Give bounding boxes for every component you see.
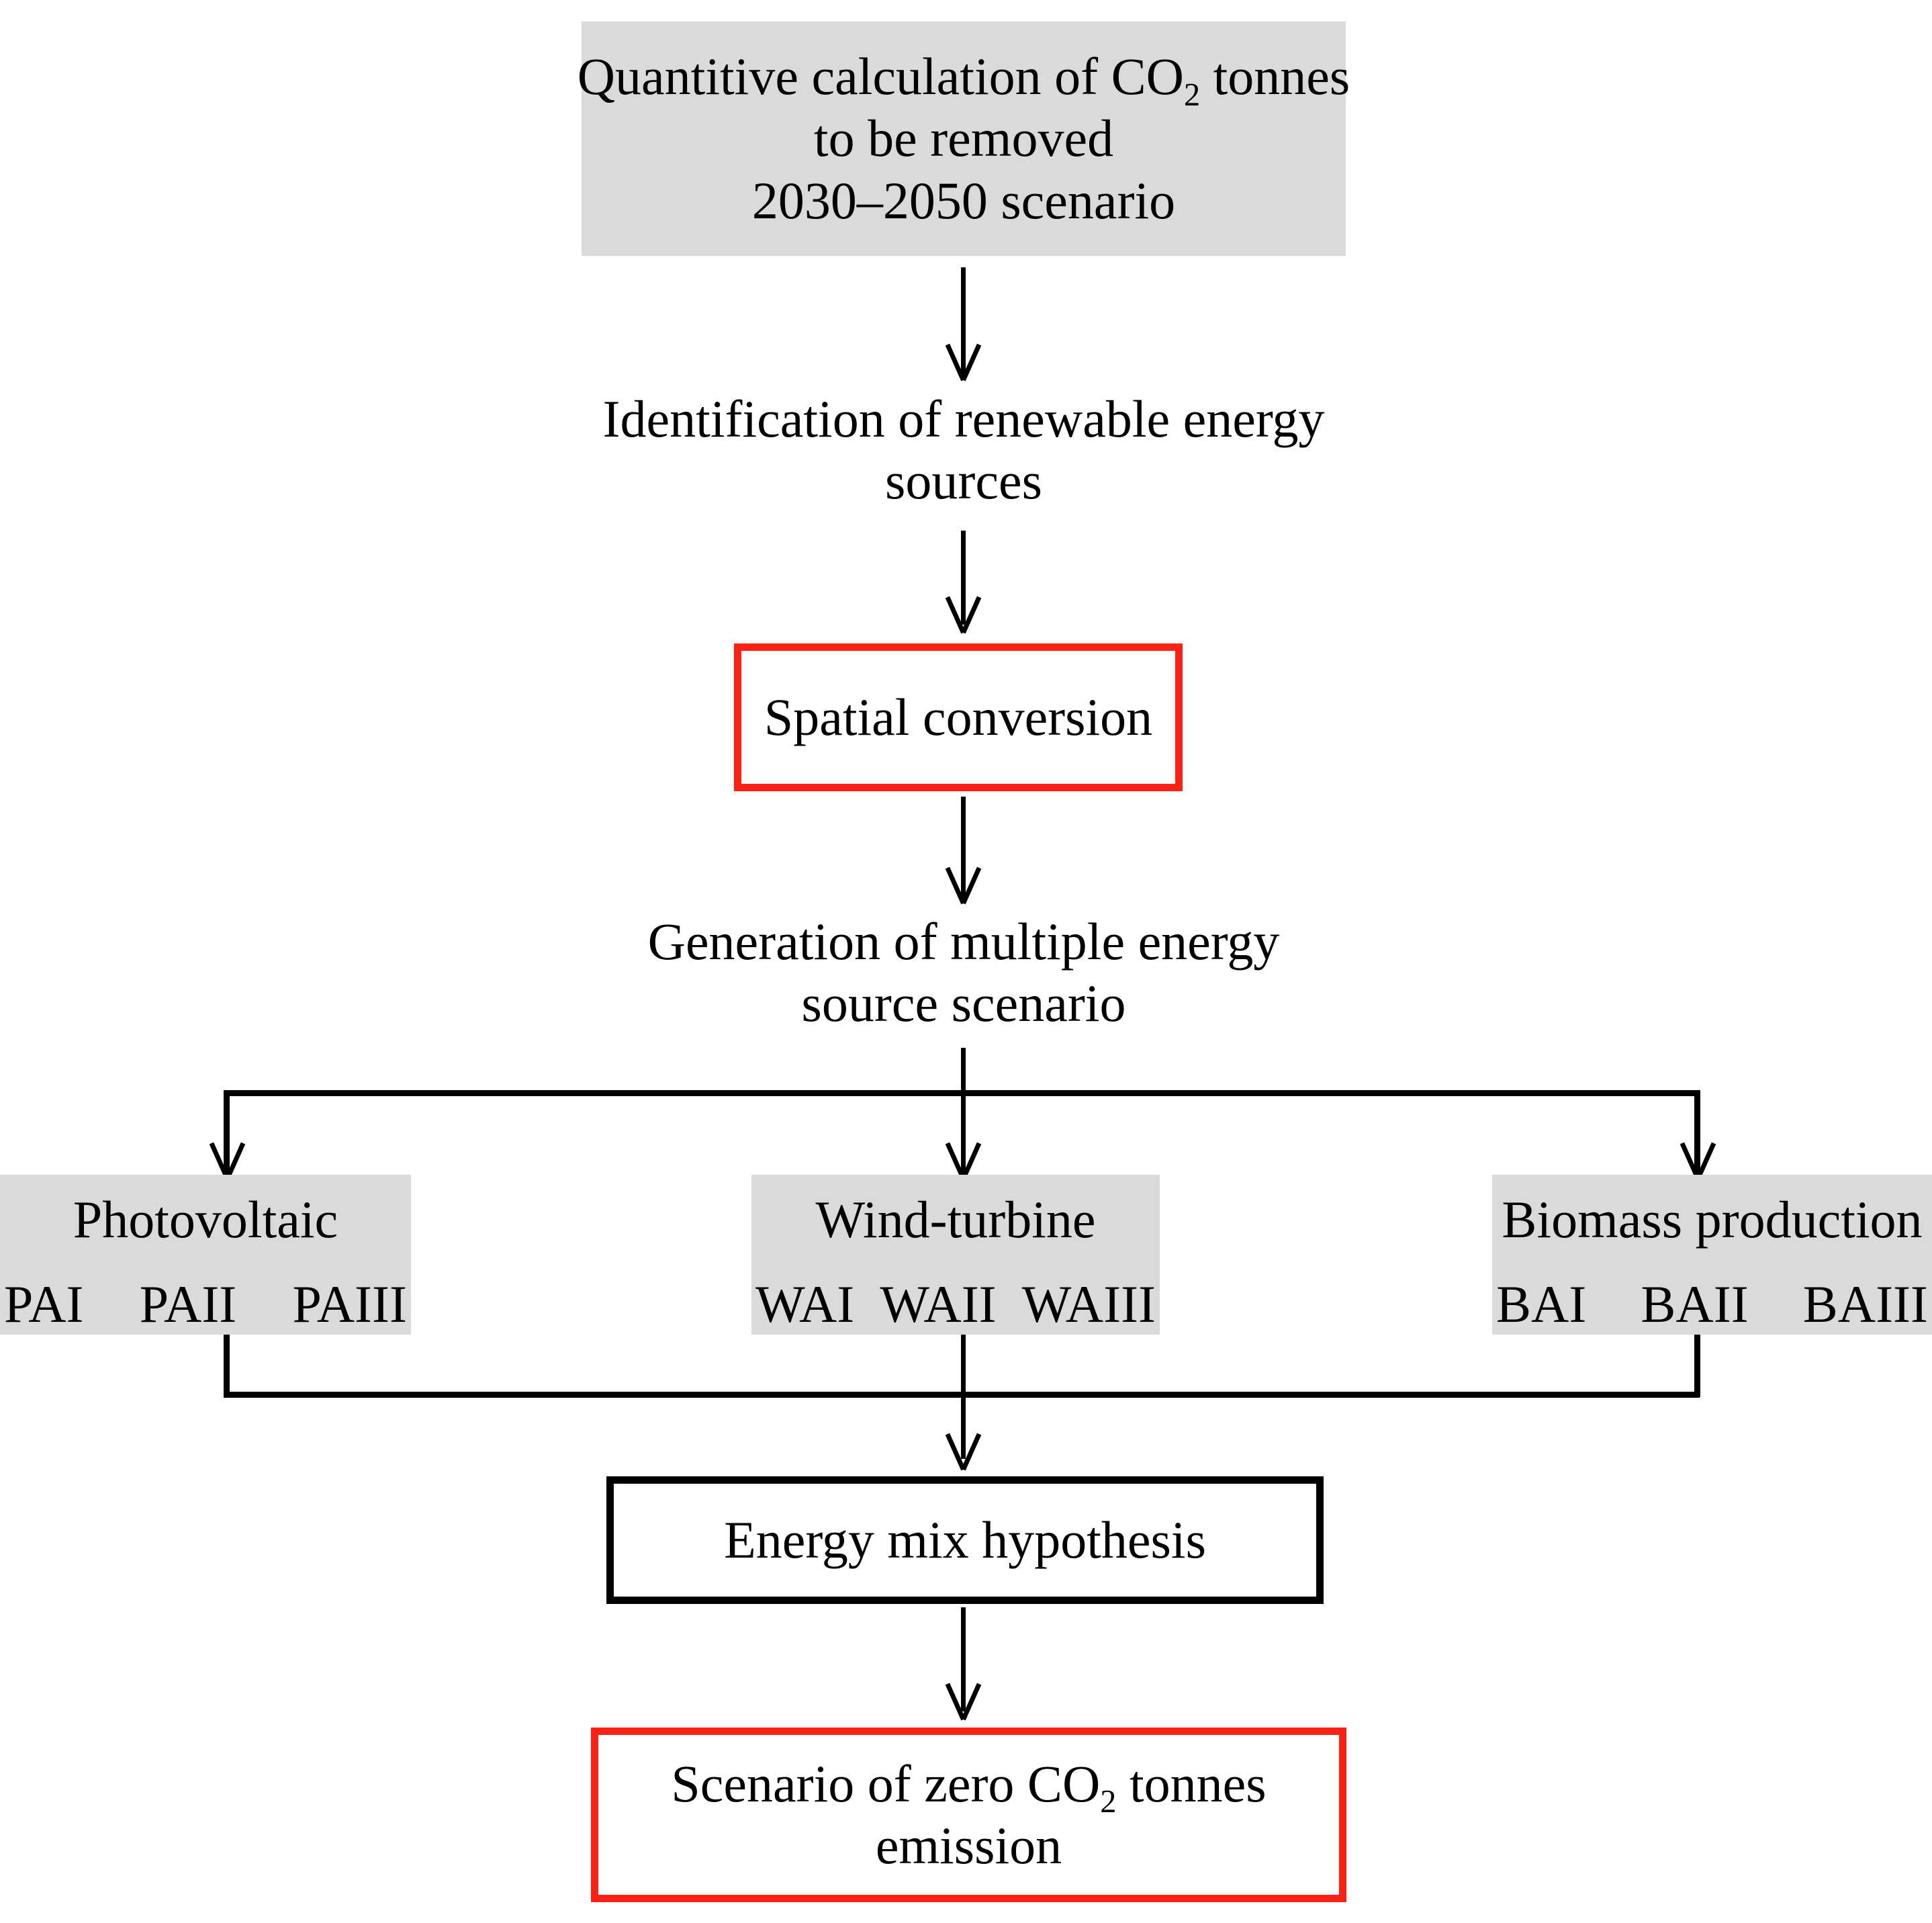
node-identify-renewable-sources-line-2: sources: [885, 451, 1042, 510]
node-generation-multiple-energy-source-scenario: Generation of multiple energy source sce…: [591, 912, 1336, 1033]
edge-line-identification-to-spatial: [961, 531, 966, 625]
node-identify-renewable-sources-line-1: Identification of renewable energy: [602, 389, 1325, 448]
node-generation-scenario-line-2: source scenario: [801, 974, 1126, 1032]
node-co2-calculation-line-1: Quantitive calculation of CO2 tonnes: [577, 47, 1350, 113]
node-identify-renewable-sources: Identification of renewable energy sourc…: [578, 390, 1350, 510]
node-biomass-production-codes: BAI BAII BAIII: [1496, 1278, 1928, 1331]
node-scenario-zero-co2-emission: Scenario of zero CO2 tonnes emission: [591, 1728, 1346, 1902]
edge-line-wind-turbine-to-merge: [961, 1335, 966, 1397]
node-zero-emission-line-2: emission: [875, 1816, 1062, 1875]
code-baiii: BAIII: [1802, 1275, 1928, 1333]
edge-line-split-to-photovoltaic: [224, 1090, 230, 1173]
node-co2-calculation: Quantitive calculation of CO2 tonnes to …: [578, 21, 1350, 256]
node-photovoltaic-title: Photovoltaic: [73, 1190, 338, 1249]
node-energy-mix-hypothesis-label: Energy mix hypothesis: [724, 1510, 1206, 1569]
edge-line-biomass-to-merge: [1694, 1335, 1700, 1397]
code-paiii: PAIII: [292, 1275, 407, 1333]
node-biomass-production: Biomass production BAI BAII BAIII: [1492, 1175, 1932, 1335]
edge-line-co2-to-identification: [961, 267, 966, 375]
edge-line-photovoltaic-to-merge: [224, 1335, 230, 1397]
node-spatial-conversion-label: Spatial conversion: [764, 687, 1153, 746]
code-paii: PAII: [139, 1275, 237, 1333]
node-energy-mix-hypothesis: Energy mix hypothesis: [606, 1476, 1324, 1604]
edge-line-energy-mix-to-zero-emission: [961, 1607, 966, 1711]
code-waii: WAII: [880, 1275, 997, 1333]
node-generation-scenario-line-1: Generation of multiple energy: [647, 911, 1280, 971]
edge-line-merge-to-energy-mix: [961, 1392, 966, 1459]
edge-line-generation-stem: [961, 1048, 966, 1095]
code-bai: BAI: [1496, 1275, 1587, 1333]
edge-line-split-to-wind-turbine: [961, 1090, 966, 1173]
co2-subscript: 2: [1183, 77, 1201, 113]
code-waiii: WAIII: [1021, 1275, 1156, 1333]
node-wind-turbine-codes: WAI WAII WAIII: [755, 1278, 1156, 1331]
node-spatial-conversion: Spatial conversion: [734, 643, 1183, 791]
node-co2-calculation-line-2: to be removed: [813, 109, 1114, 168]
code-baii: BAII: [1641, 1275, 1749, 1333]
code-pai: PAI: [4, 1275, 84, 1333]
node-biomass-production-title: Biomass production: [1502, 1190, 1923, 1249]
node-wind-turbine: Wind-turbine WAI WAII WAIII: [751, 1175, 1160, 1335]
node-zero-emission-line-1: Scenario of zero CO2 tonnes: [671, 1754, 1267, 1820]
node-co2-calculation-line-3: 2030–2050 scenario: [751, 171, 1176, 230]
node-photovoltaic-codes: PAI PAII PAIII: [4, 1278, 407, 1331]
node-wind-turbine-title: Wind-turbine: [815, 1190, 1096, 1249]
edge-line-spatial-to-generation: [961, 797, 966, 897]
co2-subscript: 2: [1100, 1784, 1117, 1820]
node-photovoltaic: Photovoltaic PAI PAII PAIII: [0, 1175, 411, 1335]
code-wai: WAI: [755, 1275, 855, 1333]
edge-line-split-to-biomass: [1694, 1090, 1700, 1173]
